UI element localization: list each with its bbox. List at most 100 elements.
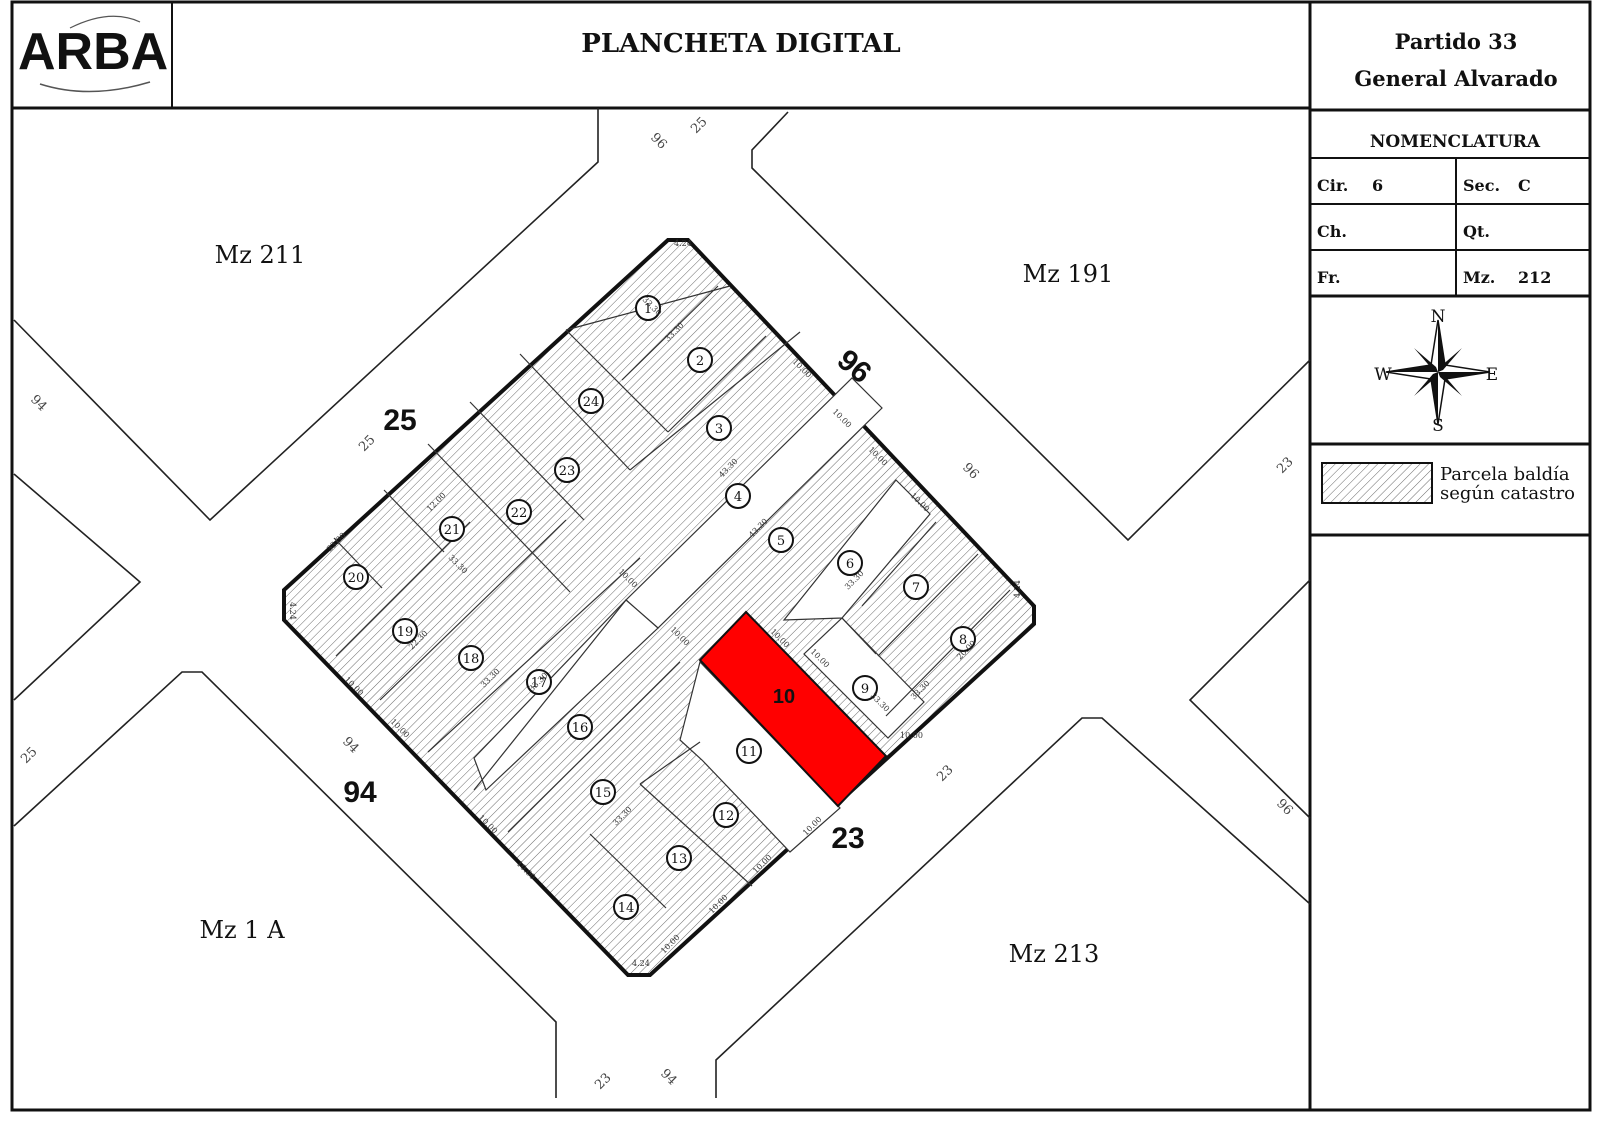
street-small-label: 94 bbox=[657, 1066, 679, 1088]
legend-swatch bbox=[1321, 462, 1433, 504]
parcel-number-label: 22 bbox=[511, 506, 528, 521]
qt-label: Qt. bbox=[1463, 222, 1490, 241]
block-w-edge bbox=[13, 473, 142, 701]
sec-value: C bbox=[1518, 176, 1531, 195]
partido-name: General Alvarado bbox=[1354, 66, 1557, 91]
cir-value: 6 bbox=[1372, 176, 1383, 195]
street-label-94: 94 bbox=[343, 776, 377, 809]
parcel-number-label: 13 bbox=[671, 852, 688, 867]
parcel-division-lines bbox=[333, 285, 1011, 909]
parcel-number-label: 16 bbox=[572, 721, 589, 736]
block-e-edge bbox=[1188, 579, 1311, 819]
block-label-mz-1a: Mz 1 A bbox=[199, 916, 285, 944]
parcel-number-label: 3 bbox=[715, 422, 723, 437]
parcel-number-circle bbox=[837, 550, 863, 576]
street-small-label: 23 bbox=[934, 763, 956, 785]
parcel-number-label: 12 bbox=[718, 809, 735, 824]
parcel-number-label: 2 bbox=[696, 354, 704, 369]
parcel-number-circle bbox=[590, 779, 616, 805]
dimension-label: 4.24 bbox=[632, 959, 650, 968]
parcel-number-label: 9 bbox=[861, 682, 869, 697]
parcel-number-circle bbox=[687, 347, 713, 373]
parcel-number-label: 24 bbox=[583, 395, 600, 410]
dimension-label: 10.00 bbox=[900, 731, 923, 740]
compass-s: S bbox=[1432, 416, 1444, 436]
parcel-number-circle bbox=[578, 388, 604, 414]
parcel-number-circle bbox=[852, 675, 878, 701]
ch-label: Ch. bbox=[1317, 222, 1347, 241]
logo-text: ARBA bbox=[18, 23, 168, 81]
parcel-number-circle bbox=[666, 845, 692, 871]
legend-line2: según catastro bbox=[1440, 483, 1575, 504]
street-small-label: 23 bbox=[1274, 455, 1296, 477]
parcel-number-label: 21 bbox=[444, 523, 461, 538]
block-label-mz-191: Mz 191 bbox=[1023, 260, 1114, 288]
parcel-number-circle bbox=[950, 626, 976, 652]
compass-rose-icon bbox=[1385, 319, 1491, 425]
compass-w: W bbox=[1374, 365, 1392, 385]
block-nw-edge bbox=[13, 108, 599, 522]
partido-label: Partido 33 bbox=[1395, 29, 1518, 54]
parcel-number-circle bbox=[706, 415, 732, 441]
dimension-label: 4.24 bbox=[674, 239, 692, 248]
parcel-number-circle bbox=[713, 802, 739, 828]
parcel-number-circle bbox=[736, 738, 762, 764]
street-small-label: 94 bbox=[339, 734, 361, 756]
street-label-96: 96 bbox=[831, 343, 878, 390]
parcel-number-circle bbox=[439, 516, 465, 542]
parcel-10-highlight bbox=[698, 610, 888, 808]
compass-n: N bbox=[1431, 307, 1446, 327]
compass-e: E bbox=[1486, 365, 1498, 385]
cir-label: Cir. bbox=[1317, 176, 1348, 195]
parcel-number-label: 8 bbox=[959, 633, 967, 648]
parcel-number-circle bbox=[768, 527, 794, 553]
parcel-number-label: 14 bbox=[618, 901, 635, 916]
nomenclatura-table: Cir. 6 Sec. C Ch. Qt. Fr. Mz. 212 bbox=[1317, 176, 1551, 287]
street-small-label: 25 bbox=[688, 115, 710, 137]
street-small-label: 96 bbox=[959, 460, 981, 482]
street-small-label: 25 bbox=[356, 433, 378, 455]
vacant-strip-lower bbox=[473, 599, 659, 792]
street-small-label: 23 bbox=[592, 1071, 614, 1093]
parcel-number-label: 4 bbox=[734, 490, 742, 505]
arba-logo: ARBA bbox=[18, 15, 168, 93]
parcel-number-circle bbox=[554, 457, 580, 483]
parcel-number-label: 5 bbox=[777, 534, 785, 549]
parcel-number-circle bbox=[392, 618, 418, 644]
parcel-number-circle bbox=[567, 714, 593, 740]
street-small-label: 96 bbox=[647, 130, 669, 152]
block-label-mz-213: Mz 213 bbox=[1009, 940, 1100, 968]
parcel-number-label: 23 bbox=[559, 464, 576, 479]
mz-value: 212 bbox=[1518, 268, 1551, 287]
parcel-number-label: 19 bbox=[397, 625, 414, 640]
parcel-number-label: 11 bbox=[741, 745, 758, 760]
parcel-number-circle bbox=[458, 645, 484, 671]
parcel-number-label: 1 bbox=[644, 302, 652, 317]
parcel-number-label: 15 bbox=[595, 786, 612, 801]
fr-label: Fr. bbox=[1317, 268, 1341, 287]
block-ne-edge bbox=[751, 111, 1311, 542]
street-small-label: 25 bbox=[18, 745, 40, 767]
nomenclatura-title: NOMENCLATURA bbox=[1370, 132, 1541, 152]
parcel-number-circle bbox=[506, 499, 532, 525]
page-title: PLANCHETA DIGITAL bbox=[581, 29, 900, 59]
parcel-number-label: 17 bbox=[531, 676, 548, 691]
legend-line1: Parcela baldía bbox=[1440, 464, 1570, 485]
street-label-23: 23 bbox=[831, 822, 864, 855]
parcel-number-circle bbox=[613, 894, 639, 920]
parcel-number-circle bbox=[526, 669, 552, 695]
mz-label: Mz. bbox=[1463, 268, 1495, 287]
parcel-number-label: 18 bbox=[463, 652, 480, 667]
block-se-edge bbox=[715, 717, 1311, 1098]
parcel-number-circle bbox=[725, 483, 751, 509]
parcel-number-label: 20 bbox=[348, 571, 365, 586]
block-label-mz-211: Mz 211 bbox=[215, 241, 306, 269]
street-label-25: 25 bbox=[383, 404, 416, 437]
street-lines bbox=[13, 108, 1311, 1098]
parcel-number-circle bbox=[343, 564, 369, 590]
sheet-border bbox=[10, 0, 1592, 1112]
dimension-label: 4.24 bbox=[1013, 580, 1022, 598]
dimension-label: 4.24 bbox=[288, 602, 297, 620]
